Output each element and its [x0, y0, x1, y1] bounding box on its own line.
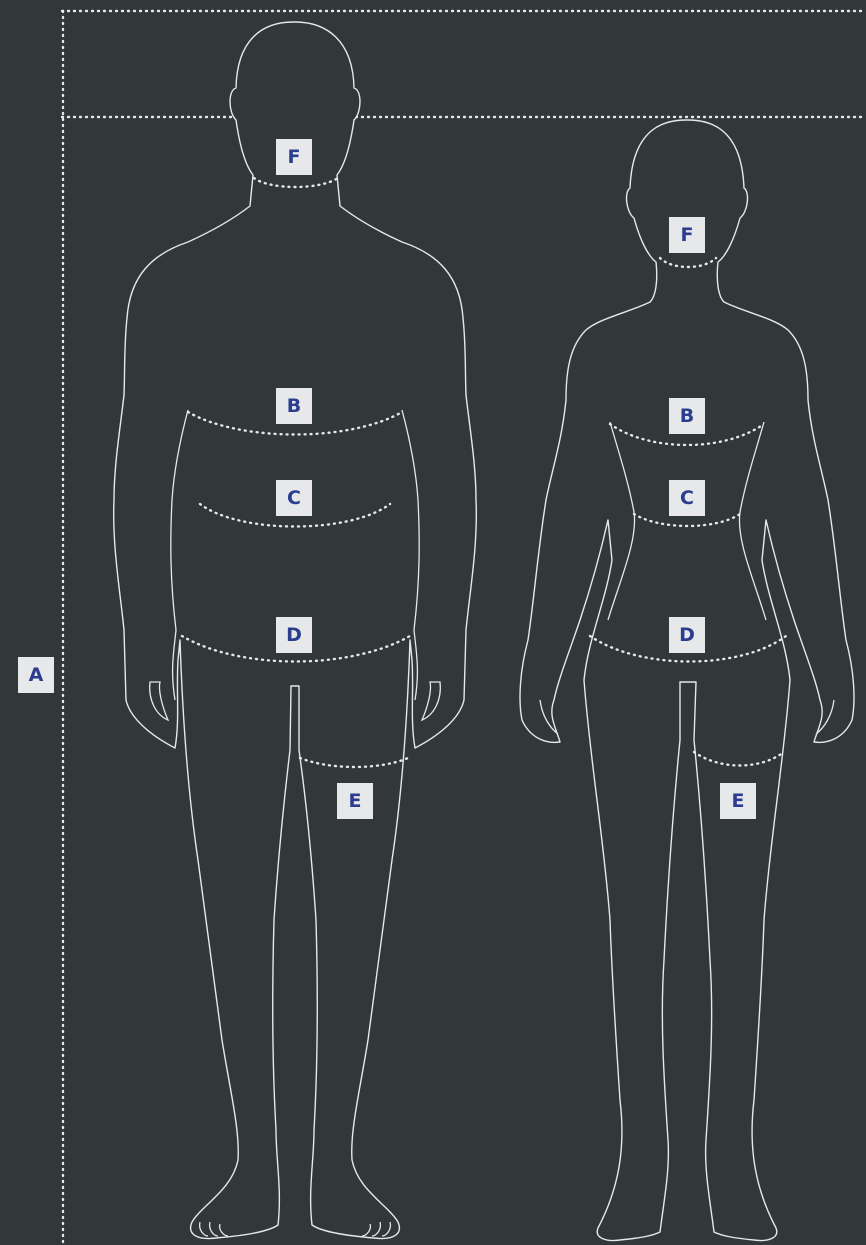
label-e-female-thigh: E	[720, 783, 756, 819]
label-e-male-thigh: E	[337, 783, 373, 819]
label-d-female-hips: D	[669, 617, 705, 653]
label-b-male-chest: B	[276, 388, 312, 424]
label-c-male-waist: C	[276, 480, 312, 516]
label-c-female-waist: C	[669, 480, 705, 516]
label-a-height: A	[18, 657, 54, 693]
label-d-male-hips: D	[276, 617, 312, 653]
label-b-female-chest: B	[669, 398, 705, 434]
label-f-male-neck: F	[276, 139, 312, 175]
label-f-female-neck: F	[669, 217, 705, 253]
female-figure-outline	[520, 120, 854, 1241]
